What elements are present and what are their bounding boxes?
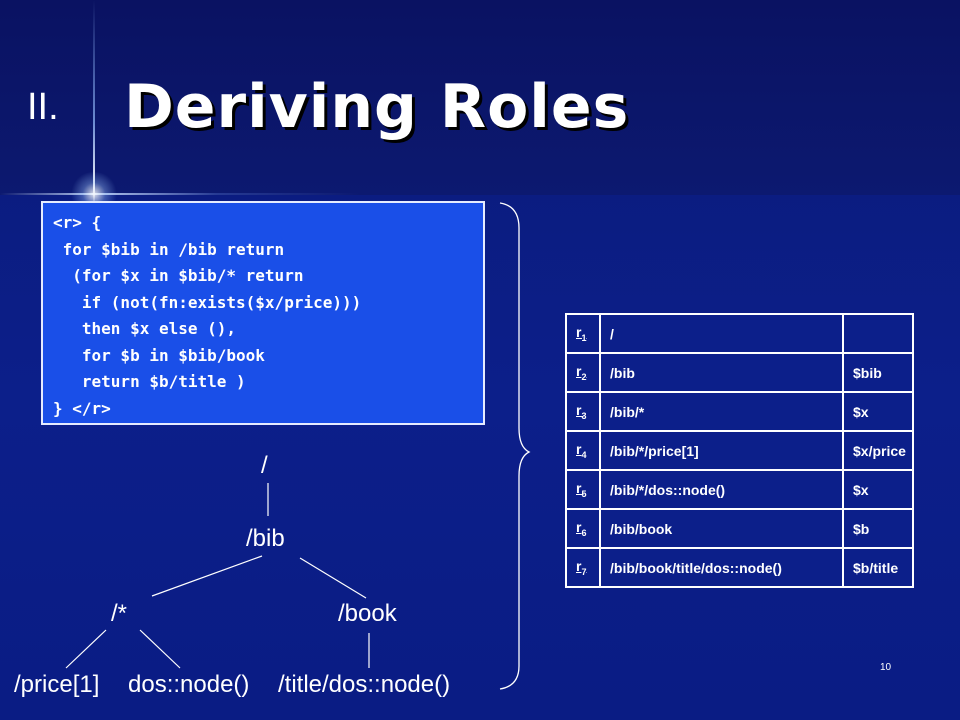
variable-cell	[842, 313, 914, 354]
edge-star-dosnode	[139, 629, 181, 669]
code-line: then $x else (),	[53, 319, 237, 338]
tree-node-price: /price[1]	[14, 671, 100, 698]
decorative-horizontal-line	[0, 193, 360, 195]
tree-node-bib: /bib	[246, 525, 285, 552]
code-line: return $b/title )	[53, 372, 246, 391]
variable-cell: $x	[842, 391, 914, 432]
roles-table: r1 / r2 /bib $bib r3 /bib/* $x r4 /bib/*…	[565, 313, 914, 588]
role-cell: r4	[565, 430, 601, 471]
slide-title: Deriving Roles	[124, 72, 630, 142]
code-line: for $bib in /bib return	[53, 239, 285, 259]
table-row: r7 /bib/book/title/dos::node() $b/title	[565, 547, 914, 588]
path-cell: /	[599, 313, 844, 354]
code-line: if (not(fn:exists($x/price)))	[53, 292, 362, 312]
table-row: r2 /bib $bib	[565, 352, 914, 393]
decorative-vertical-line	[93, 0, 95, 205]
table-row: r5 /bib/*/dos::node() $x	[565, 469, 914, 510]
page-number: 10	[880, 662, 892, 673]
tree-node-dosnode: dos::node()	[128, 671, 250, 698]
table-row: r6 /bib/book $b	[565, 508, 914, 549]
role-cell: r1	[565, 313, 601, 354]
table-row: r4 /bib/*/price[1] $x/price	[565, 430, 914, 471]
curly-brace	[499, 202, 531, 690]
tree-node-root: /	[261, 452, 268, 479]
path-cell: /bib/*/price[1]	[599, 430, 844, 471]
title-band	[0, 0, 960, 195]
path-cell: /bib/*	[599, 391, 844, 432]
path-cell: /bib/*/dos::node()	[599, 469, 844, 510]
tree-node-star: /*	[111, 600, 128, 627]
role-cell: r6	[565, 508, 601, 549]
variable-cell: $x/price	[842, 430, 914, 471]
code-line: for $b in $bib/book	[53, 345, 265, 365]
tree-node-titlenode: /title/dos::node()	[278, 671, 451, 698]
tree-node-book: /book	[338, 600, 397, 627]
variable-cell: $b/title	[842, 547, 914, 588]
path-cell: /bib/book/title/dos::node()	[599, 547, 844, 588]
variable-cell: $x	[842, 469, 914, 510]
variable-cell: $b	[842, 508, 914, 549]
code-line: } </r>	[53, 398, 111, 418]
table-row: r3 /bib/* $x	[565, 391, 914, 432]
variable-cell: $bib	[842, 352, 914, 393]
table-row: r1 /	[565, 313, 914, 354]
path-cell: /bib	[599, 352, 844, 393]
edge-star-price	[65, 629, 107, 669]
section-number: II.	[27, 86, 59, 128]
edge-bib-book	[299, 557, 367, 599]
edge-bib-star	[151, 555, 263, 597]
code-line: <r> {	[53, 213, 102, 232]
role-cell: r7	[565, 547, 601, 588]
path-cell: /bib/book	[599, 508, 844, 549]
code-line: (for $x in $bib/* return	[53, 266, 304, 285]
role-cell: r5	[565, 469, 601, 510]
role-cell: r2	[565, 352, 601, 393]
xquery-code-box: <r> { for $bib in /bib return (for $x in…	[41, 201, 485, 425]
role-cell: r3	[565, 391, 601, 432]
